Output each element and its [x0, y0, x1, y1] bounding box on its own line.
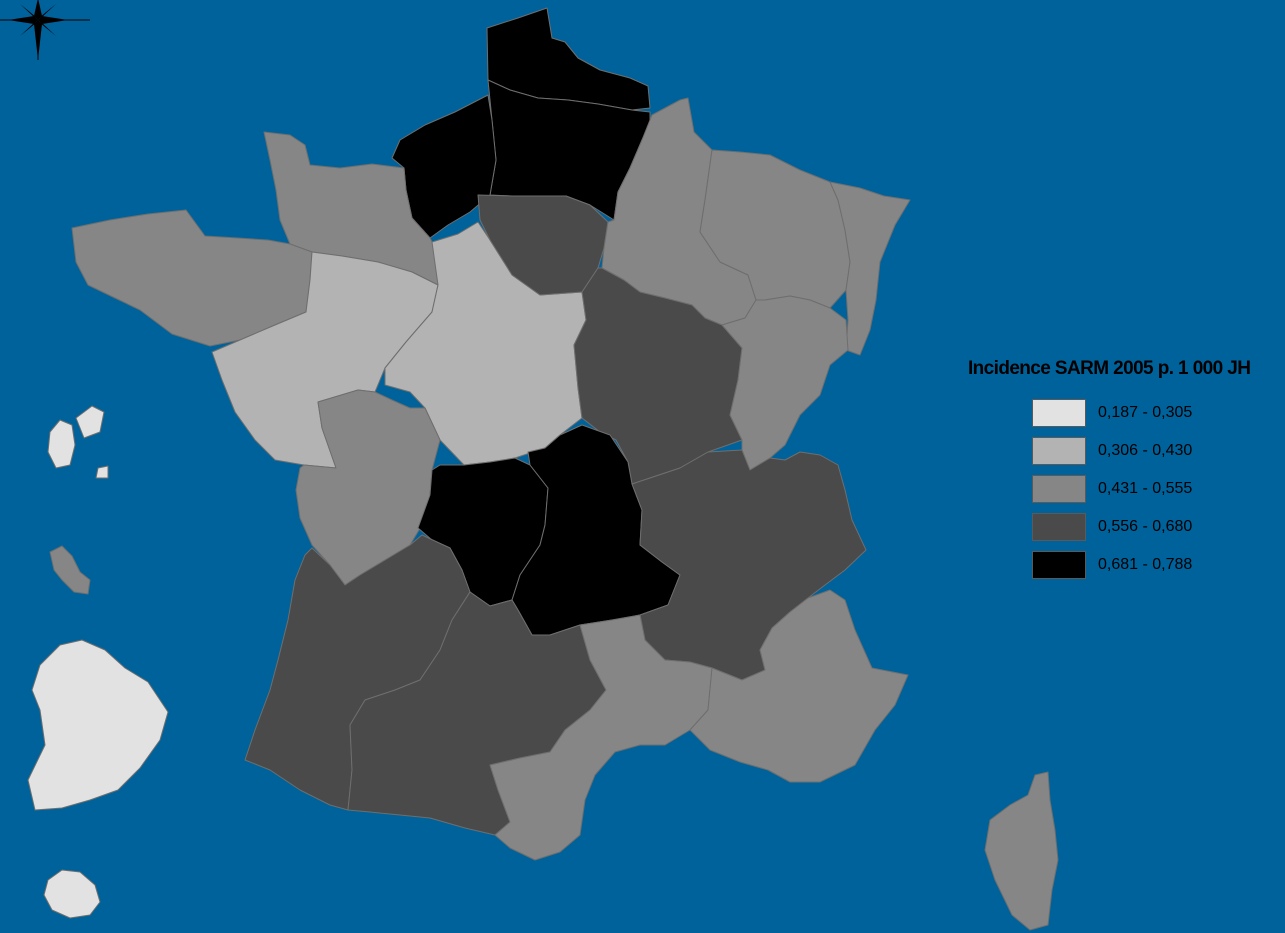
legend-label: 0,556 - 0,680 [1098, 518, 1193, 535]
region-guadeloupe[interactable] [47, 405, 109, 479]
legend-item: 0,187 - 0,305 [1032, 394, 1278, 432]
region-franche-comte[interactable] [721, 295, 849, 471]
legend-item: 0,306 - 0,430 [1032, 432, 1278, 470]
legend-item: 0,431 - 0,555 [1032, 470, 1278, 508]
region-ile-de-france[interactable] [477, 194, 609, 296]
legend-label: 0,187 - 0,305 [1098, 404, 1193, 421]
compass-rose-icon [0, 0, 90, 60]
map-legend: Incidence SARM 2005 p. 1 000 JH 0,187 - … [968, 358, 1278, 584]
region-alsace[interactable] [829, 181, 911, 356]
legend-swatch [1032, 551, 1086, 579]
legend-swatch [1032, 437, 1086, 465]
legend-label: 0,306 - 0,430 [1098, 442, 1193, 459]
region-provence-alpes-cote-dazur[interactable] [689, 589, 909, 783]
legend-swatch [1032, 399, 1086, 427]
region-languedoc-roussillon[interactable] [489, 614, 713, 861]
legend-title: Incidence SARM 2005 p. 1 000 JH [968, 358, 1251, 379]
region-corse[interactable] [984, 771, 1059, 931]
legend-swatch [1032, 475, 1086, 503]
legend-item: 0,556 - 0,680 [1032, 508, 1278, 546]
legend-swatch [1032, 513, 1086, 541]
legend-label: 0,431 - 0,555 [1098, 480, 1193, 497]
region-guyane[interactable] [27, 639, 169, 811]
region-reunion[interactable] [43, 869, 101, 919]
legend-label: 0,681 - 0,788 [1098, 556, 1193, 573]
region-martinique[interactable] [49, 545, 91, 595]
legend-item: 0,681 - 0,788 [1032, 546, 1278, 584]
